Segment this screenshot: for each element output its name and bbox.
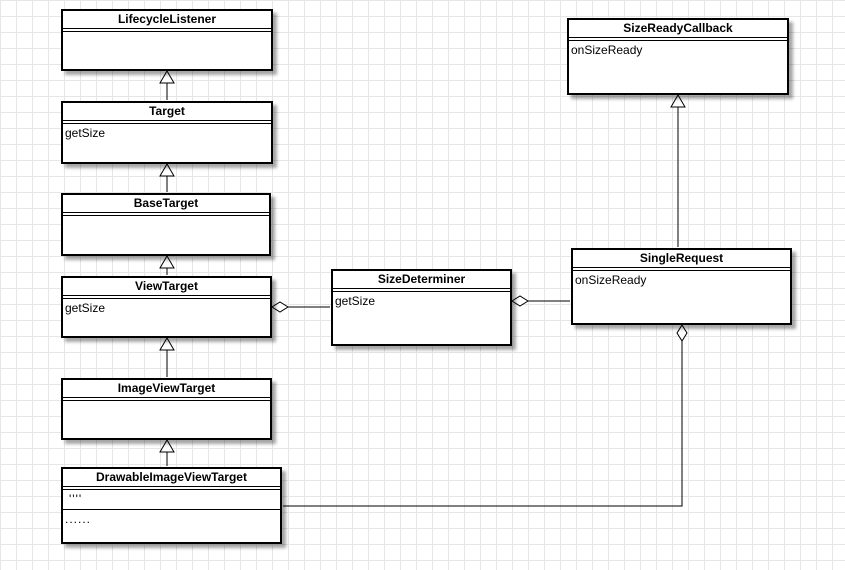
aggregation-diamond-icon (676, 324, 688, 342)
class-size-ready-callback: SizeReadyCallback onSizeReady (567, 18, 789, 95)
class-size-determiner: SizeDeterminer getSize (331, 269, 512, 346)
class-name: ImageViewTarget (63, 380, 270, 401)
inheritance-arrow-icon (159, 337, 175, 351)
class-single-request: SingleRequest onSizeReady (571, 248, 792, 325)
inheritance-arrow-icon (159, 163, 175, 177)
class-lifecycle-listener: LifecycleListener (61, 9, 273, 71)
inheritance-arrow-icon (159, 70, 175, 84)
class-drawable-image-view-target: DrawableImageViewTarget '''' ...... (61, 467, 282, 544)
class-attributes: '''' (63, 490, 280, 510)
class-member: getSize (65, 301, 106, 315)
class-base-target: BaseTarget (61, 193, 271, 256)
aggregation-diamond-icon (271, 301, 289, 313)
class-name: ViewTarget (63, 278, 270, 299)
class-member: getSize (65, 126, 106, 140)
aggregation-diamond-icon (511, 295, 529, 307)
class-target: Target getSize (61, 101, 273, 164)
class-body (63, 32, 271, 44)
class-body (63, 216, 269, 228)
class-member: onSizeReady (575, 273, 647, 287)
class-name: SizeDeterminer (333, 271, 510, 292)
class-body (63, 401, 270, 413)
class-image-view-target: ImageViewTarget (61, 378, 272, 440)
class-name: DrawableImageViewTarget (63, 469, 280, 490)
class-member: getSize (335, 294, 376, 308)
class-view-target: ViewTarget getSize (61, 276, 272, 338)
class-name: SizeReadyCallback (569, 20, 787, 41)
class-name: Target (63, 103, 271, 124)
class-name: SingleRequest (573, 250, 790, 271)
inheritance-arrow-icon (159, 255, 175, 269)
class-member: onSizeReady (571, 43, 643, 57)
inheritance-arrow-icon (670, 94, 686, 108)
class-name: BaseTarget (63, 195, 269, 216)
class-name: LifecycleListener (63, 11, 271, 32)
aggregation-singlerequest-drawable (283, 341, 683, 507)
class-operations: ...... (65, 512, 92, 526)
inheritance-arrow-icon (159, 439, 175, 453)
